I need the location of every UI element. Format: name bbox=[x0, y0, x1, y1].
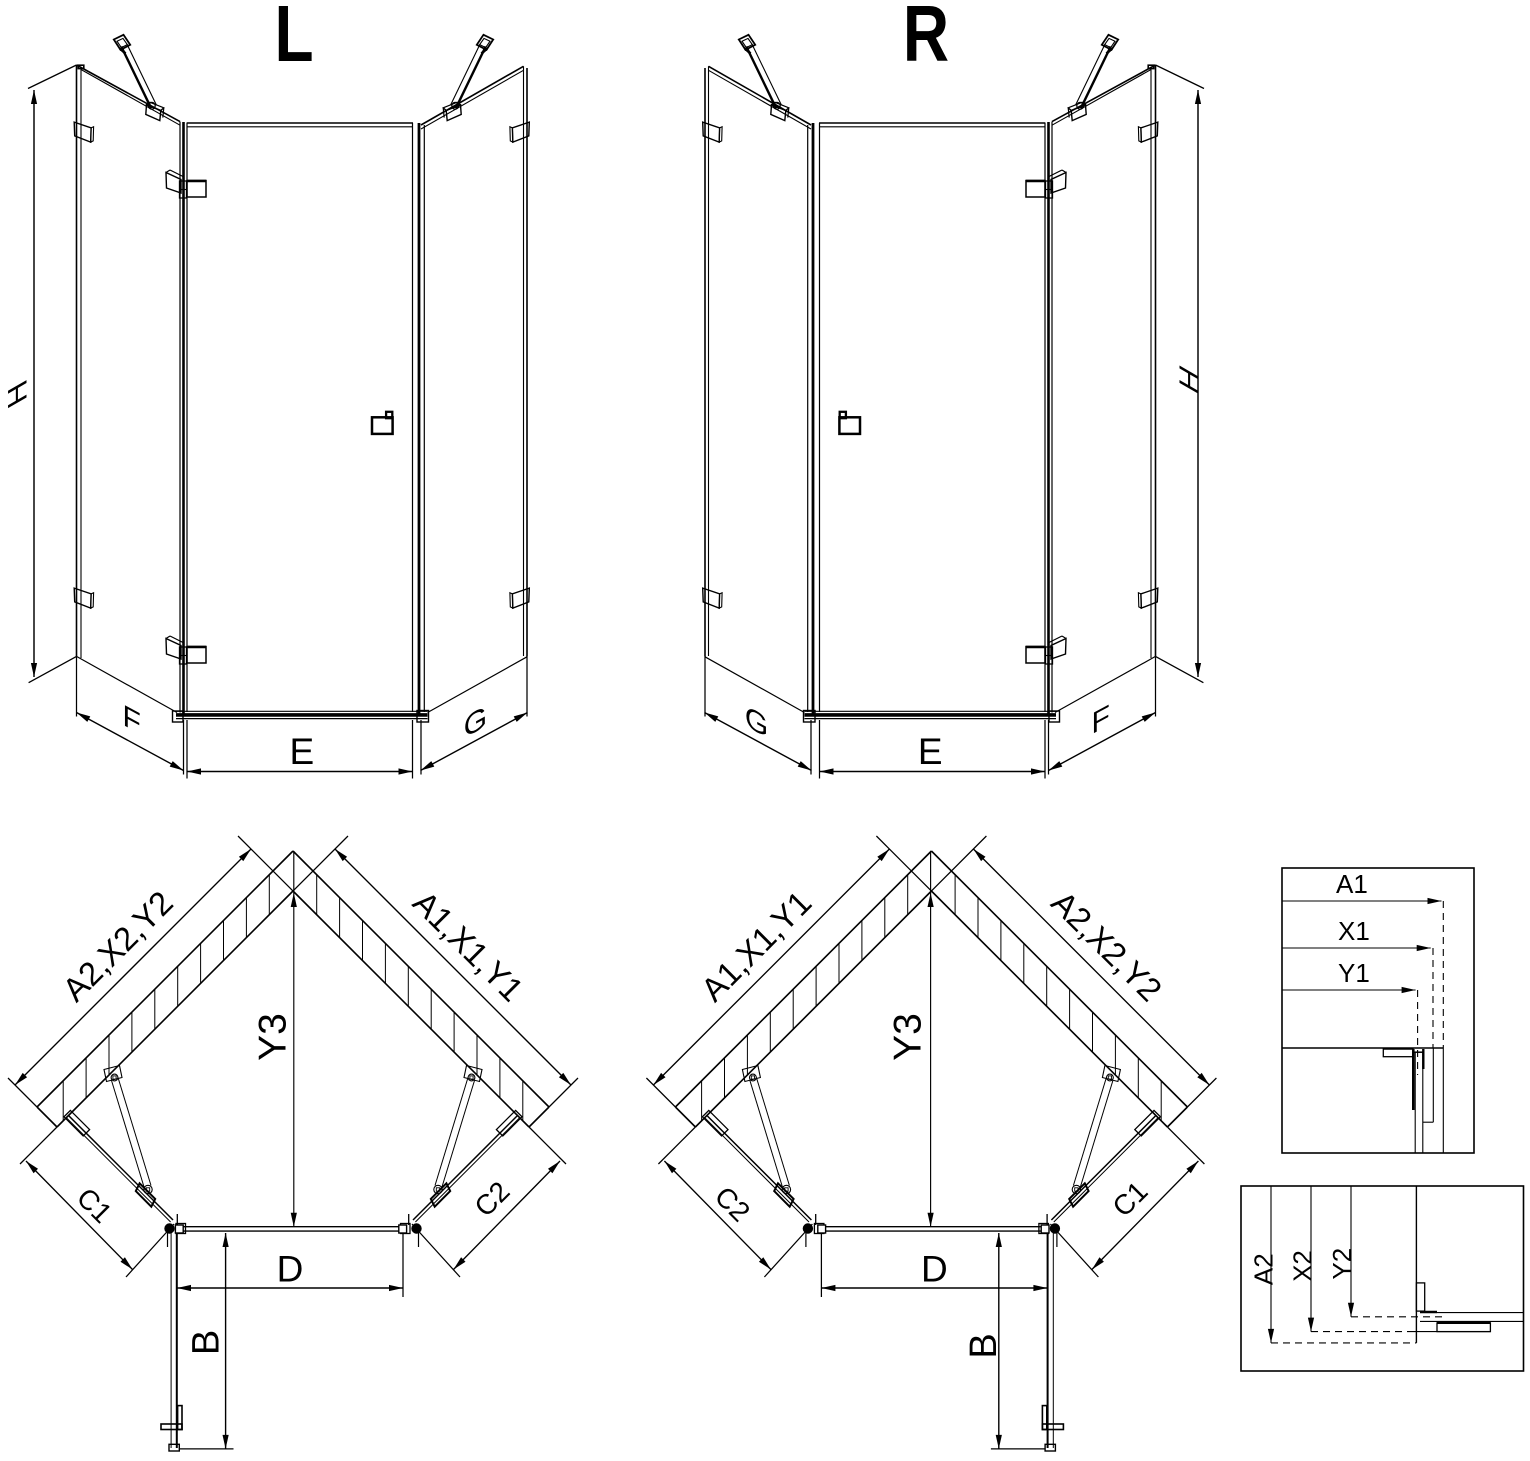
svg-text:B: B bbox=[186, 1330, 228, 1355]
svg-text:L: L bbox=[274, 0, 313, 79]
svg-text:G: G bbox=[464, 698, 487, 744]
svg-text:E: E bbox=[289, 731, 314, 772]
svg-text:Y3: Y3 bbox=[252, 1013, 295, 1061]
svg-text:Y1: Y1 bbox=[1338, 958, 1370, 988]
svg-text:A2: A2 bbox=[1248, 1253, 1278, 1285]
svg-text:G: G bbox=[745, 698, 768, 744]
svg-text:Y3: Y3 bbox=[887, 1013, 930, 1061]
svg-text:D: D bbox=[921, 1249, 948, 1290]
svg-text:F: F bbox=[1091, 697, 1109, 741]
svg-text:X1: X1 bbox=[1338, 916, 1370, 946]
svg-text:F: F bbox=[122, 697, 140, 741]
svg-text:D: D bbox=[277, 1249, 304, 1290]
svg-text:Y2: Y2 bbox=[1327, 1248, 1357, 1280]
svg-text:X2: X2 bbox=[1287, 1250, 1317, 1282]
svg-text:R: R bbox=[903, 0, 949, 79]
svg-text:A1: A1 bbox=[1336, 869, 1368, 899]
svg-text:B: B bbox=[963, 1333, 1005, 1358]
svg-text:E: E bbox=[918, 731, 943, 772]
